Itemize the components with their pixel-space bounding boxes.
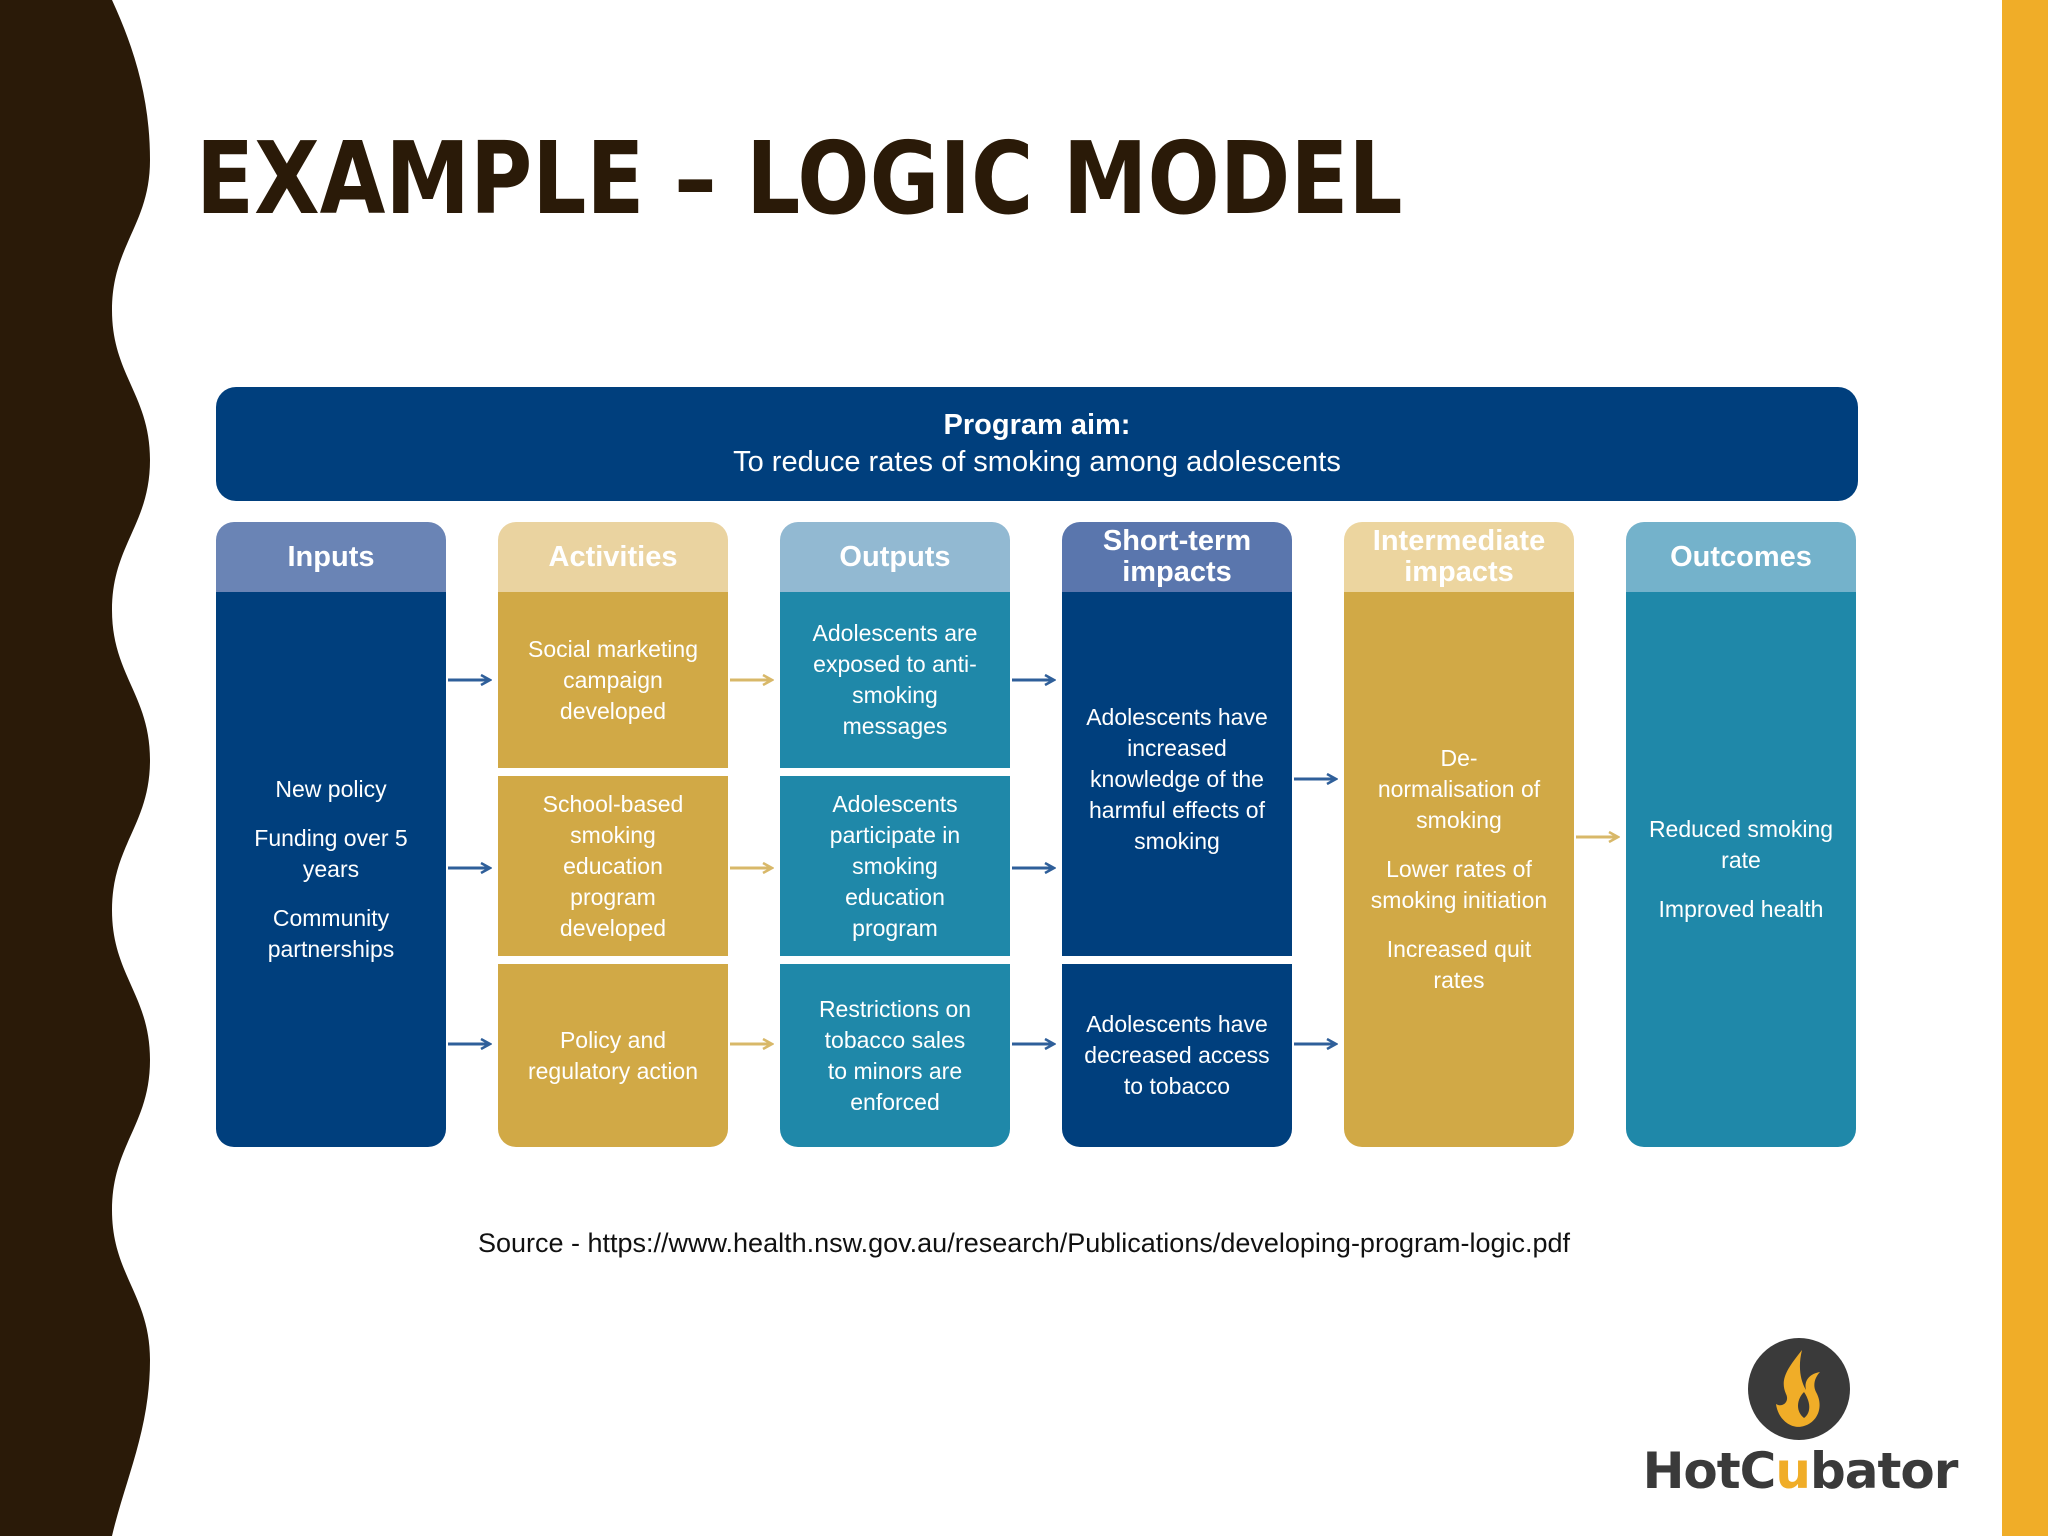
column-header-line: Short-term <box>1102 525 1252 557</box>
program-aim-label: Program aim: <box>943 409 1131 441</box>
column-outputs: Outputs Adolescents are exposed to anti-… <box>780 522 1010 1147</box>
column-header-line: Activities <box>548 540 678 573</box>
output-cell: Adolescents are exposed to anti-smoking … <box>780 592 1010 768</box>
column-short-term-impacts: Short-term impacts Adolescents have incr… <box>1062 522 1292 1147</box>
column-header-line: impacts <box>1122 556 1232 588</box>
column-header-line: Inputs <box>287 540 375 573</box>
flame-icon <box>1748 1338 1850 1440</box>
column-activities: Activities Social marketing campaign dev… <box>498 522 728 1147</box>
logo-text-start: HotC <box>1642 1442 1777 1500</box>
intermediate-cell: De-normalisation of smoking Lower rates … <box>1344 592 1574 1147</box>
source-citation: Source - https://www.health.nsw.gov.au/r… <box>477 1228 1571 1258</box>
output-cell: Adolescents participate in smoking educa… <box>780 776 1010 956</box>
outcome-item: Reduced smoking rate <box>1648 816 1834 873</box>
column-outcomes: Outcomes Reduced smoking rate Improved h… <box>1626 522 1856 1147</box>
right-accent-bar <box>2002 0 2048 1536</box>
column-header-intermediate-impacts: Intermediate impacts <box>1344 522 1574 592</box>
column-header-outcomes: Outcomes <box>1626 522 1856 592</box>
column-header-short-term-impacts: Short-term impacts <box>1062 522 1292 592</box>
activity-cell: School-based smoking education program d… <box>498 776 728 956</box>
column-header-line: Intermediate <box>1372 525 1546 557</box>
intermediate-item: Increased quit rates <box>1386 936 1532 993</box>
column-header-activities: Activities <box>498 522 728 592</box>
column-header-inputs: Inputs <box>216 522 446 592</box>
column-header-line: impacts <box>1404 556 1514 588</box>
column-header-outputs: Outputs <box>780 522 1010 592</box>
logic-model-diagram: Program aim: To reduce rates of smoking … <box>216 387 1858 1147</box>
output-cell: Restrictions on tobacco sales to minors … <box>780 964 1010 1147</box>
short-term-cell: Adolescents have increased knowledge of … <box>1062 592 1292 956</box>
program-aim-text: To reduce rates of smoking among adolesc… <box>733 446 1341 478</box>
input-item: Funding over 5 years <box>254 825 408 882</box>
column-header-line: Outputs <box>839 540 951 573</box>
short-term-cell: Adolescents have decreased access to tob… <box>1062 964 1292 1147</box>
logo-wordmark: HotCubator <box>1640 1442 1960 1500</box>
intermediate-item: De-normalisation of smoking <box>1377 745 1541 833</box>
logo-text-end: bator <box>1809 1442 1958 1500</box>
activity-cell: Policy and regulatory action <box>498 964 728 1147</box>
input-item: New policy <box>275 776 387 802</box>
inputs-cell: New policy Funding over 5 years Communit… <box>216 592 446 1147</box>
outcomes-cell: Reduced smoking rate Improved health <box>1626 592 1856 1147</box>
outcome-item: Improved health <box>1658 896 1824 922</box>
slide-title: EXAMPLE – LOGIC MODEL <box>196 120 1403 237</box>
column-header-line: Outcomes <box>1670 540 1812 573</box>
input-item: Community partnerships <box>267 905 395 962</box>
connector-arrows <box>448 387 1858 1147</box>
activity-cell: Social marketing campaign developed <box>498 592 728 768</box>
program-aim-banner: Program aim: To reduce rates of smoking … <box>216 387 1858 501</box>
hotcubator-logo: HotCubator <box>1640 1336 1960 1506</box>
intermediate-item: Lower rates of smoking initiation <box>1370 856 1548 913</box>
column-intermediate-impacts: Intermediate impacts De-normalisation of… <box>1344 522 1574 1147</box>
left-wave-border <box>0 0 150 1536</box>
column-inputs: Inputs New policy Funding over 5 years C… <box>216 522 446 1147</box>
logo-text-accent: u <box>1775 1442 1811 1500</box>
